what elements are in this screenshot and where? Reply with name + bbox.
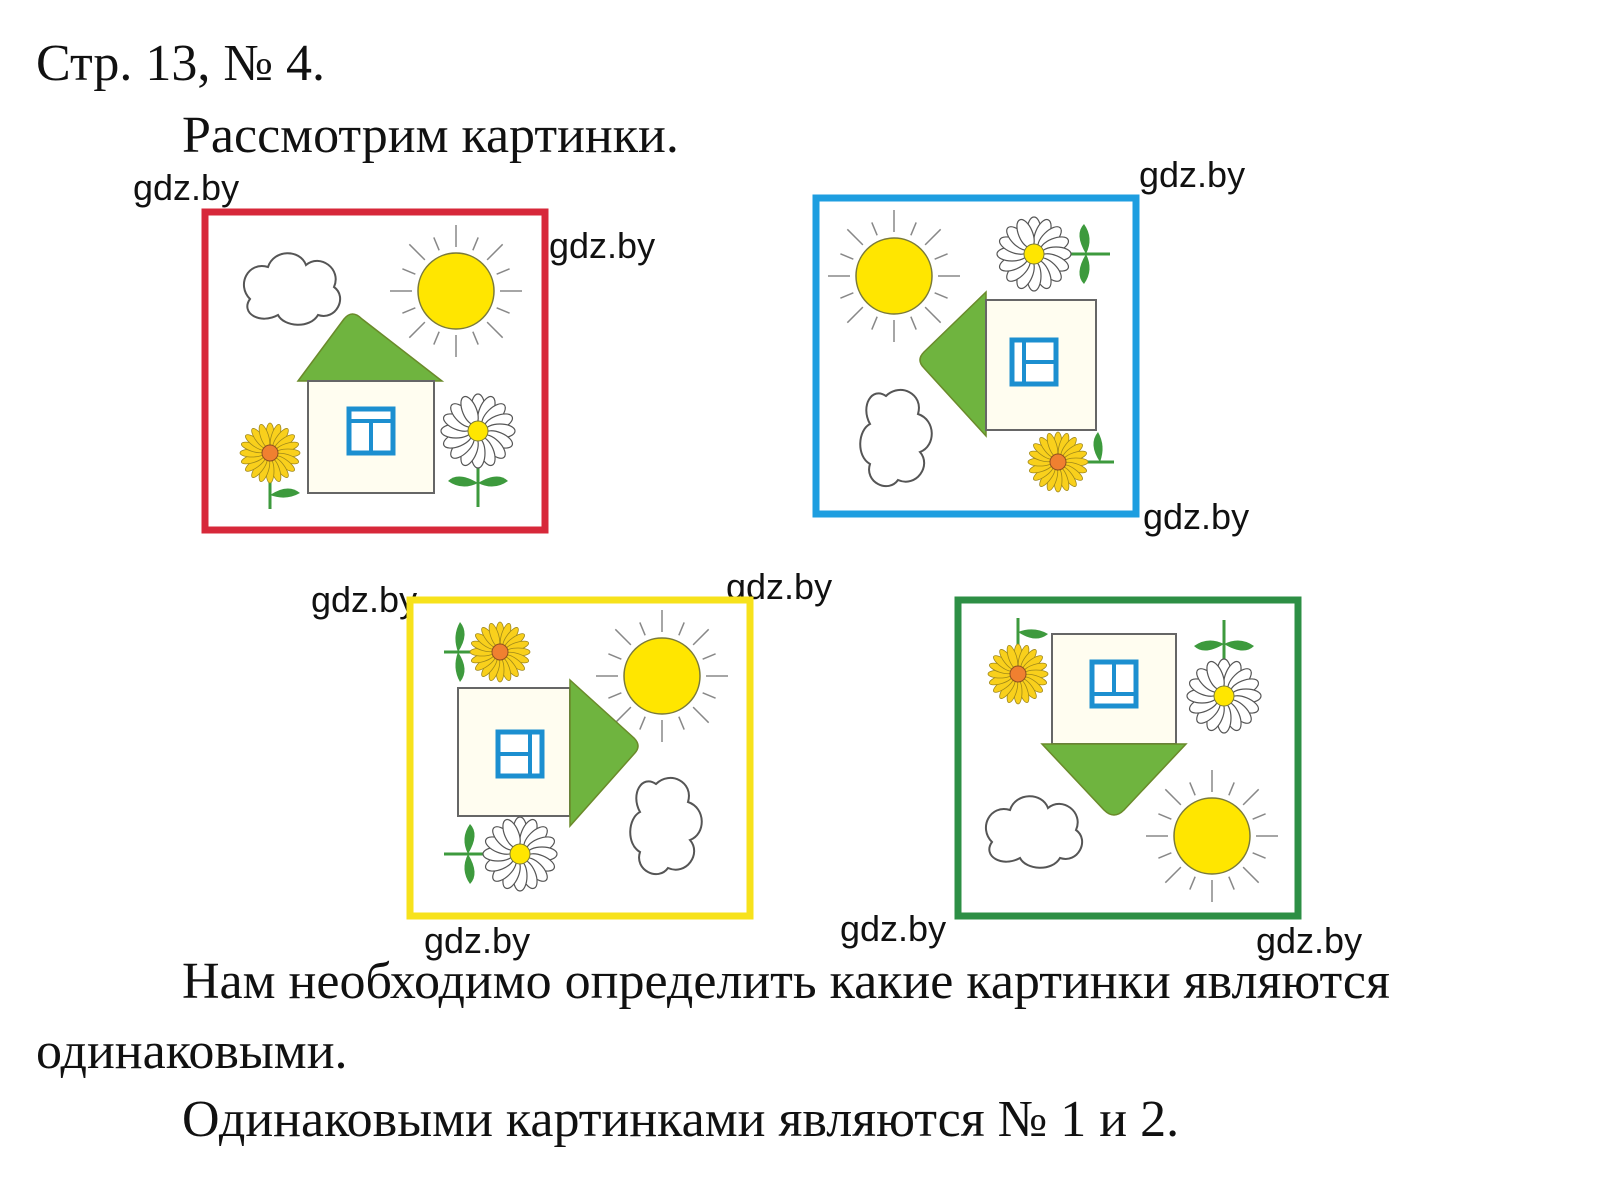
picture-3 [406, 596, 754, 920]
house [457, 678, 639, 828]
watermark: gdz.by [311, 579, 418, 620]
watermark: gdz.by [424, 920, 531, 961]
yellow-flower [239, 422, 301, 509]
daisy-flower [440, 393, 516, 507]
watermark: gdz.by [1139, 154, 1246, 195]
window [495, 729, 545, 779]
picture-4 [954, 596, 1302, 920]
window [1009, 337, 1059, 387]
roof [569, 678, 639, 828]
sun-icon [1146, 770, 1278, 902]
picture-1 [201, 208, 549, 534]
daisy-flower [996, 216, 1110, 292]
watermark: gdz.by [1143, 496, 1250, 537]
task-text-line-2: одинаковыми. [36, 1023, 348, 1080]
cloud [243, 252, 341, 326]
picture-2 [812, 194, 1140, 518]
house [1040, 633, 1188, 816]
roof [1040, 743, 1188, 816]
answer-text: Одинаковыми картинками являются № 1 и 2. [182, 1091, 1180, 1148]
yellow-flower [444, 621, 531, 683]
cloud [985, 795, 1083, 869]
watermark: gdz.by [549, 225, 656, 266]
cloud [629, 777, 703, 875]
page-heading: Стр. 13, № 4. [36, 35, 325, 92]
daisy-flower [444, 816, 558, 892]
house [919, 290, 1097, 438]
watermark: gdz.by [1256, 920, 1363, 961]
house [296, 313, 445, 494]
task-text-line-1: Нам необходимо определить какие картинки… [182, 953, 1390, 1010]
watermark: gdz.by [133, 167, 240, 208]
yellow-flower [1027, 431, 1114, 493]
roof [919, 290, 987, 438]
roof [296, 313, 445, 382]
watermark: gdz.by [840, 908, 947, 949]
sun-icon [828, 210, 960, 342]
yellow-flower [987, 618, 1049, 705]
intro-text: Рассмотрим картинки. [182, 107, 679, 164]
cloud [859, 389, 933, 487]
window [1089, 659, 1139, 709]
window [346, 406, 396, 456]
sun-icon [390, 225, 522, 357]
daisy-flower [1186, 620, 1262, 734]
sun-icon [596, 610, 728, 742]
